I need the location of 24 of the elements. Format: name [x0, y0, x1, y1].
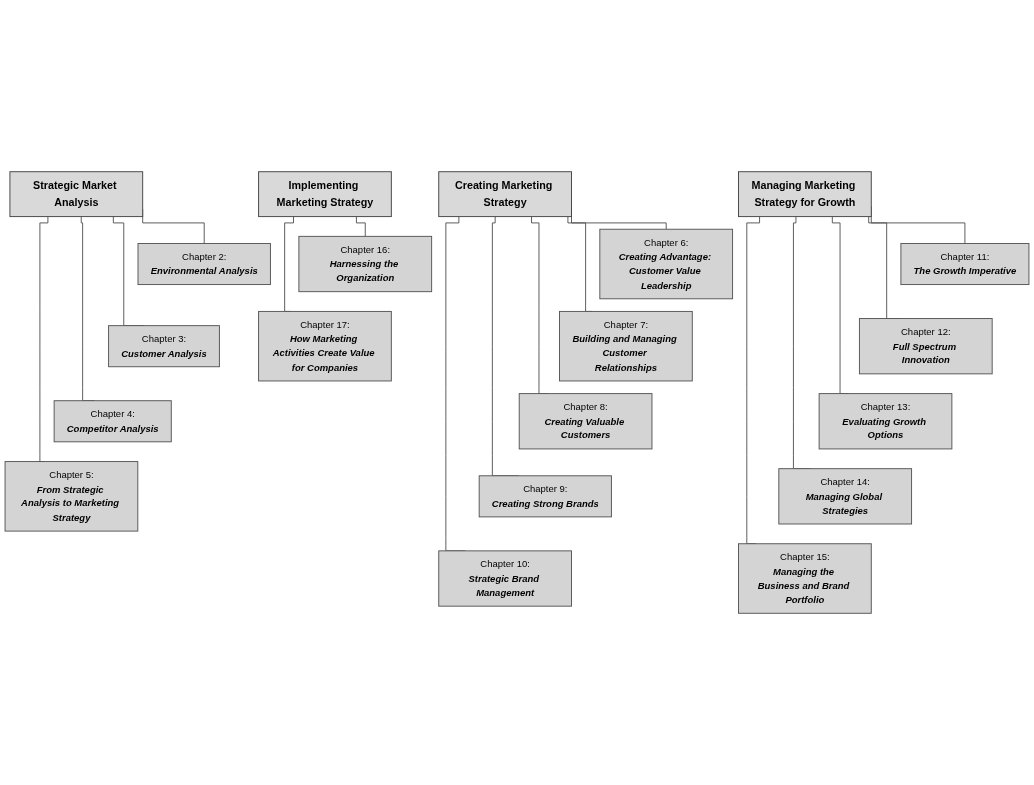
- node-box: Chapter 6: Creating Advantage: Customer Value Leadership: [599, 228, 734, 300]
- node-box: Creating Marketing Strategy: [438, 171, 572, 218]
- node-box: Chapter 4: Competitor Analysis: [53, 400, 172, 443]
- connector: [355, 216, 366, 237]
- node-box: Chapter 5: From Strategic Analysis to Marketing Strategy: [4, 461, 139, 532]
- node-box: Chapter 16: Harnessing the Organization: [298, 235, 433, 293]
- node-box: Chapter 14: Managing Global Strategies: [778, 468, 913, 525]
- node-box: Chapter 10: Strategic Brand Management: [438, 550, 572, 607]
- node-box: Chapter 9: Creating Strong Brands: [478, 475, 612, 518]
- node-box: Chapter 7: Building and Managing Customer Relationships: [559, 310, 693, 382]
- connector: [39, 216, 49, 463]
- node-box: Chapter 8: Creating Valuable Customers: [518, 393, 653, 450]
- node-box: Chapter 15: Managing the Business and Brand Portfolio: [738, 543, 872, 614]
- connector: [284, 216, 294, 312]
- node-box: Chapter 17: How Marketing Activities Create Value for Companies: [258, 310, 392, 382]
- node-box: Strategic Market Analysis: [9, 171, 144, 218]
- node-box: Chapter 2: Environmental Analysis: [137, 243, 271, 286]
- node-box: Chapter 11: The Growth Imperative: [900, 243, 1030, 286]
- node-box: Implementing Marketing Strategy: [258, 171, 392, 218]
- node-box: Chapter 13: Evaluating Growth Options: [818, 393, 953, 450]
- node-box: Chapter 3: Customer Analysis: [108, 325, 220, 368]
- connector: [746, 216, 761, 545]
- node-box: Chapter 12: Full Spectrum Innovation: [858, 318, 993, 375]
- node-box: Managing Marketing Strategy for Growth: [738, 171, 872, 218]
